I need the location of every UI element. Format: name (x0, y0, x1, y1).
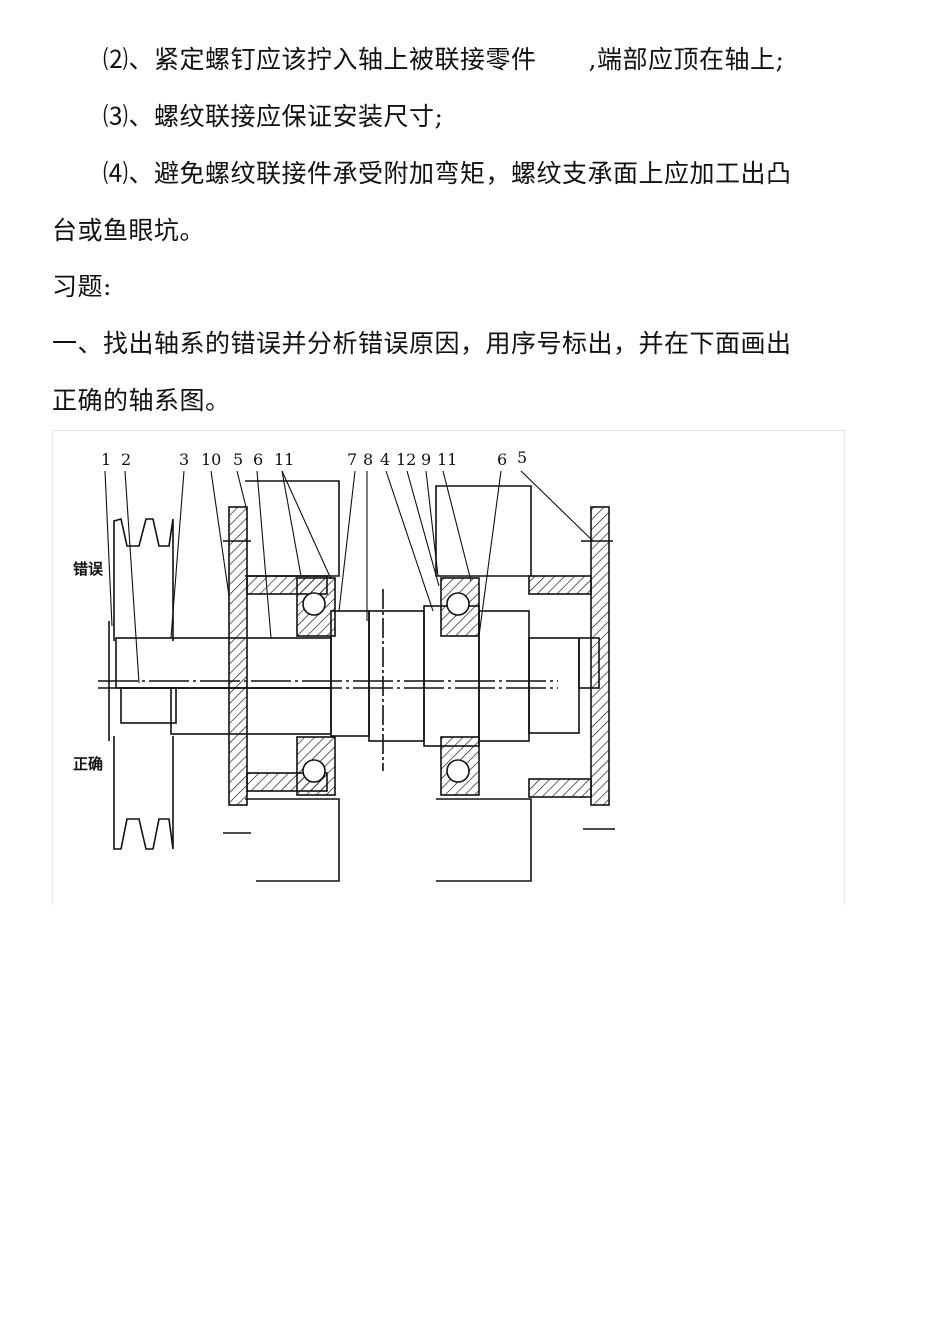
label-wrong: 错误 (73, 560, 104, 578)
item-2-part-b: ,端部应顶在轴上; (588, 45, 785, 74)
shaft (115, 605, 600, 747)
shaft-drawing-svg: 1 2 3 10 5 6 11 7 8 4 12 9 11 6 5 错误 正确 (73, 448, 615, 882)
callout-labels: 1 2 3 10 5 6 11 7 8 4 12 9 11 6 5 错误 正确 (73, 448, 527, 773)
pulley (108, 517, 174, 850)
callout-5b: 5 (517, 448, 527, 467)
question-1-text: 一、找出轴系的错误并分析错误原因，用序号标出，并在下面画出 (52, 329, 792, 358)
callout-11: 11 (274, 450, 294, 469)
left-housing (223, 480, 340, 882)
question-1-continued: 正确的轴系图。 (52, 386, 231, 415)
callout-10: 10 (201, 450, 221, 469)
callout-12: 12 (396, 450, 416, 469)
leader-lines (104, 470, 594, 684)
callout-11b: 11 (437, 450, 457, 469)
callout-7: 7 (347, 450, 357, 469)
callout-9: 9 (421, 450, 431, 469)
callout-4: 4 (380, 450, 390, 469)
shaft-system-drawing: 1 2 3 10 5 6 11 7 8 4 12 9 11 6 5 错误 正确 (52, 430, 845, 905)
item-2-part-a: ⑵、紧定螺钉应该拧入轴上被联接零件 (103, 45, 537, 74)
item-3-text: ⑶、螺纹联接应保证安装尺寸; (103, 102, 444, 131)
callout-6: 6 (253, 450, 263, 469)
callout-3: 3 (179, 450, 189, 469)
item-4-continued: 台或鱼眼坑。 (52, 216, 206, 245)
item-2-text: ⑵、紧定螺钉应该拧入轴上被联接零件 ,端部应顶在轴上; (103, 40, 784, 76)
callout-2: 2 (121, 450, 131, 469)
right-housing (435, 485, 615, 882)
exercise-heading: 习题: (52, 272, 112, 301)
callout-5: 5 (233, 450, 243, 469)
label-correct: 正确 (73, 755, 103, 773)
callout-1: 1 (101, 450, 111, 469)
callout-6b: 6 (497, 450, 507, 469)
item-4-text: ⑷、避免螺纹联接件承受附加弯矩，螺纹支承面上应加工出凸 (103, 159, 792, 188)
callout-8: 8 (363, 450, 373, 469)
